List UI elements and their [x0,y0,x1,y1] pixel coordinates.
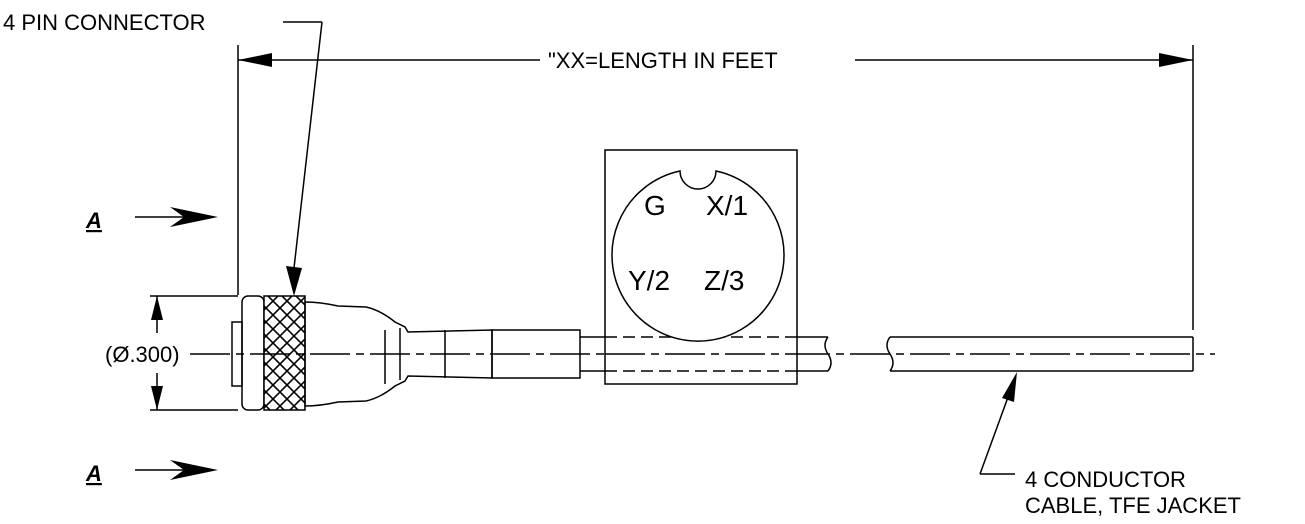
pin-x-label: X/1 [706,190,748,221]
pin-view [604,149,798,385]
connector-label: 4 PIN CONNECTOR [3,10,206,35]
length-dimension [237,45,1194,330]
pin-ground-label: G [644,190,666,221]
cable-leader [979,372,1017,475]
connector-body [231,295,581,411]
cable-label-line1: 4 CONDUCTOR [1025,467,1186,492]
pin-y-label: Y/2 [628,265,670,296]
connector-leader [283,21,323,296]
section-mark-bottom: A [85,461,102,486]
section-arrows [135,207,218,480]
pin-z-label: Z/3 [704,265,744,296]
cable-label-line2: CABLE, TFE JACKET [1025,493,1241,518]
length-label: "XX=LENGTH IN FEET [548,48,778,73]
diameter-dimension [150,295,238,411]
diameter-label: (Ø.300) [105,342,180,367]
section-mark-top: A [85,208,102,233]
